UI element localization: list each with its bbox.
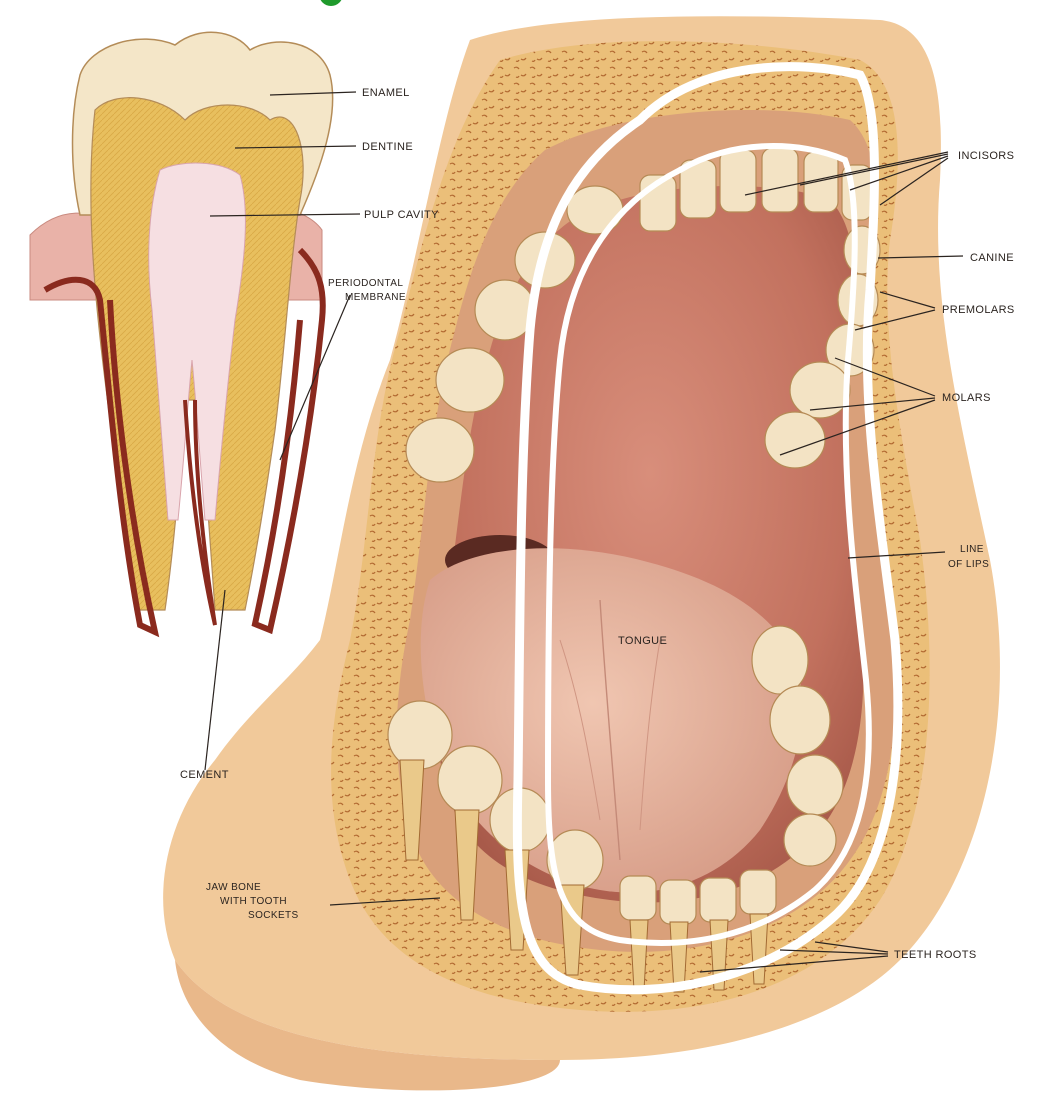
tooth-cross-section: [30, 32, 333, 632]
label-jaw-bone-line3: SOCKETS: [248, 910, 299, 921]
label-jaw-bone-line2: WITH TOOTH: [220, 896, 287, 907]
label-pulp-cavity: PULP CAVITY: [364, 209, 439, 221]
label-enamel: ENAMEL: [362, 87, 410, 99]
label-periodontal-line2: MEMBRANE: [345, 292, 406, 303]
label-cement: CEMENT: [180, 769, 229, 781]
label-premolars: PREMOLARS: [942, 304, 1015, 316]
label-line-of-lips-line1: LINE: [960, 544, 984, 555]
label-line-of-lips-line2: OF LIPS: [948, 559, 989, 570]
label-incisors: INCISORS: [958, 150, 1014, 162]
label-molars: MOLARS: [942, 392, 991, 404]
label-teeth-roots: TEETH ROOTS: [894, 949, 977, 961]
label-periodontal-line1: PERIODONTAL: [328, 278, 403, 289]
label-canine: CANINE: [970, 252, 1014, 264]
label-jaw-bone-line1: JAW BONE: [206, 882, 261, 893]
label-tongue: TONGUE: [618, 635, 667, 647]
label-dentine: DENTINE: [362, 141, 413, 153]
